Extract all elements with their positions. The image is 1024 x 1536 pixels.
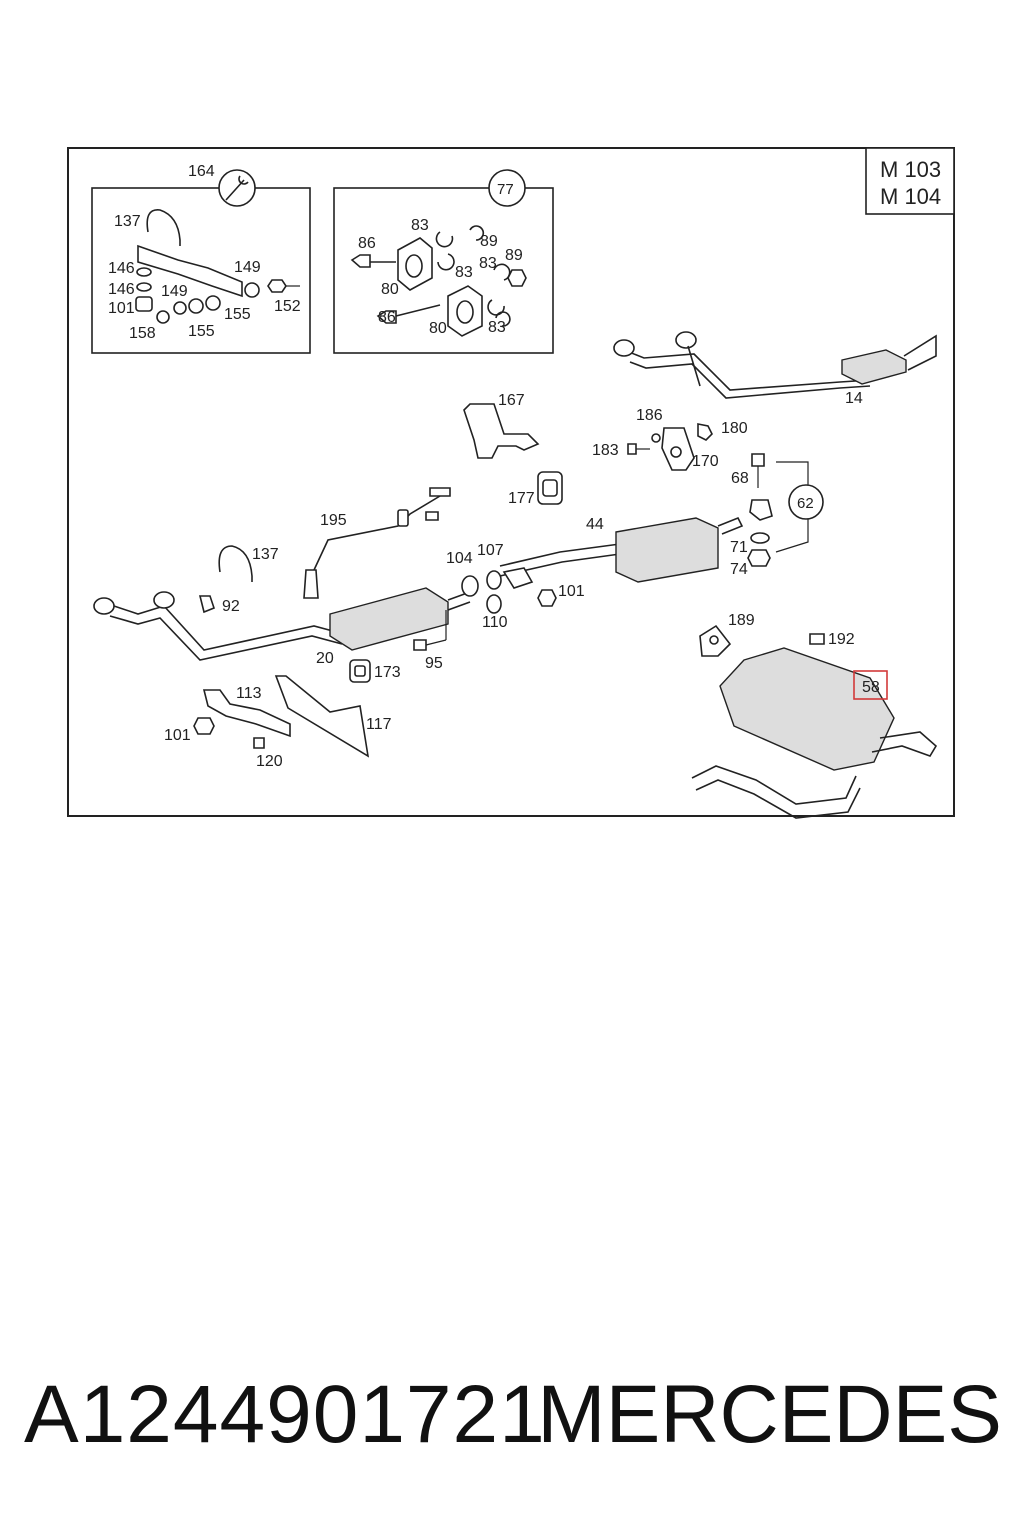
callout-149a: 149: [234, 259, 261, 276]
highlight-box-58[interactable]: [853, 670, 888, 700]
callout-107: 107: [477, 542, 504, 559]
callout-58-highlighted[interactable]: 58: [862, 679, 880, 696]
front-pipe-left: 137 92: [93, 545, 345, 661]
kit-circle-62: [788, 484, 824, 520]
callout-149b: 149: [161, 283, 188, 300]
catalytic-converter-20: 20: [316, 587, 471, 667]
callout-89a: 89: [480, 233, 498, 250]
kit-circle-77: [488, 169, 526, 207]
callout-104: 104: [446, 550, 473, 567]
callout-101b: 101: [558, 583, 585, 600]
inset-hardware-kit: 164 137 146 146 101 149 149 152 158 155 …: [91, 163, 311, 354]
inset-flange-kit: 77 86 83 89 89 83 83 80 86 80 83: [333, 169, 554, 354]
callout-80a: 80: [381, 281, 399, 298]
exhaust-system-diagram: M 103 M 104 164 137 146 146 101 149 149 …: [67, 147, 955, 819]
engine-code-2: M 104: [880, 184, 941, 209]
oxygen-sensor-195: 195: [303, 487, 451, 599]
callout-173: 173: [374, 664, 401, 681]
hanger-group-177: 186 183 180 170: [592, 407, 748, 471]
callout-167: 167: [498, 392, 525, 409]
callout-89b: 89: [505, 247, 523, 264]
callout-146b: 146: [108, 281, 135, 298]
callout-189: 189: [728, 612, 755, 629]
callout-14: 14: [845, 390, 863, 407]
brand-name: MERCEDES: [537, 1369, 1002, 1460]
heat-shield-117: 113 117 101 120: [164, 675, 392, 770]
bracket-167: 167: [463, 392, 540, 459]
callout-74: 74: [730, 561, 748, 578]
callout-20: 20: [316, 650, 334, 667]
callout-110: 110: [482, 614, 508, 631]
callout-195: 195: [320, 512, 347, 529]
callout-83a: 83: [411, 217, 429, 234]
bracket-strip: [137, 244, 243, 298]
callout-177: 170: [692, 453, 719, 470]
footer: A1244901721 MERCEDES: [0, 1368, 1024, 1478]
callout-120: 120: [256, 753, 283, 770]
callout-164: 164: [188, 163, 215, 180]
callout-155a: 155: [188, 323, 215, 340]
front-pipe-14: 14: [613, 331, 937, 407]
mount-173: 173: [349, 659, 401, 683]
part-number: A1244901721: [24, 1369, 546, 1460]
callout-77: 77: [497, 181, 514, 198]
callout-83c: 83: [455, 264, 473, 281]
callout-137a: 137: [114, 213, 141, 230]
callout-192: 192: [828, 631, 855, 648]
bolt-95: 95: [413, 610, 447, 672]
callout-137b: 137: [252, 546, 279, 563]
callout-170: 177: [508, 490, 535, 507]
callout-101c: 101: [164, 727, 191, 744]
callout-68: 68: [731, 470, 749, 487]
callout-86b: 86: [378, 309, 396, 326]
mount-group-62: 62 68 71 74: [730, 453, 824, 578]
callout-155b: 155: [224, 306, 251, 323]
callout-71: 71: [730, 539, 748, 556]
callout-86a: 86: [358, 235, 376, 252]
callout-95: 95: [425, 655, 443, 672]
clamp-group-104: 104 107 101 110: [446, 542, 585, 631]
wrench-icon: [225, 175, 249, 201]
callout-186: 186: [636, 407, 663, 424]
callout-180: 180: [721, 420, 748, 437]
callout-152: 152: [274, 298, 301, 315]
callout-158: 158: [129, 325, 156, 342]
rear-muffler-58: 189 192 58: [691, 612, 938, 819]
engine-code-box: M 103 M 104: [865, 147, 955, 215]
callout-146a: 146: [108, 260, 135, 277]
diagram-frame: [67, 147, 955, 817]
callout-183: 183: [592, 442, 619, 459]
callout-80b: 80: [429, 320, 447, 337]
center-muffler-44: 44: [499, 516, 744, 583]
callout-83d: 83: [488, 319, 506, 336]
rubber-mount-170: 177: [508, 471, 563, 507]
callout-117: 117: [366, 716, 392, 733]
callout-101a: 101: [108, 300, 135, 317]
callout-92: 92: [222, 598, 240, 615]
hanger-clip: [146, 209, 181, 246]
callout-62: 62: [797, 495, 814, 512]
callout-44: 44: [586, 516, 604, 533]
callout-83b: 83: [479, 255, 497, 272]
engine-code-1: M 103: [880, 157, 941, 182]
callout-113: 113: [236, 685, 262, 702]
